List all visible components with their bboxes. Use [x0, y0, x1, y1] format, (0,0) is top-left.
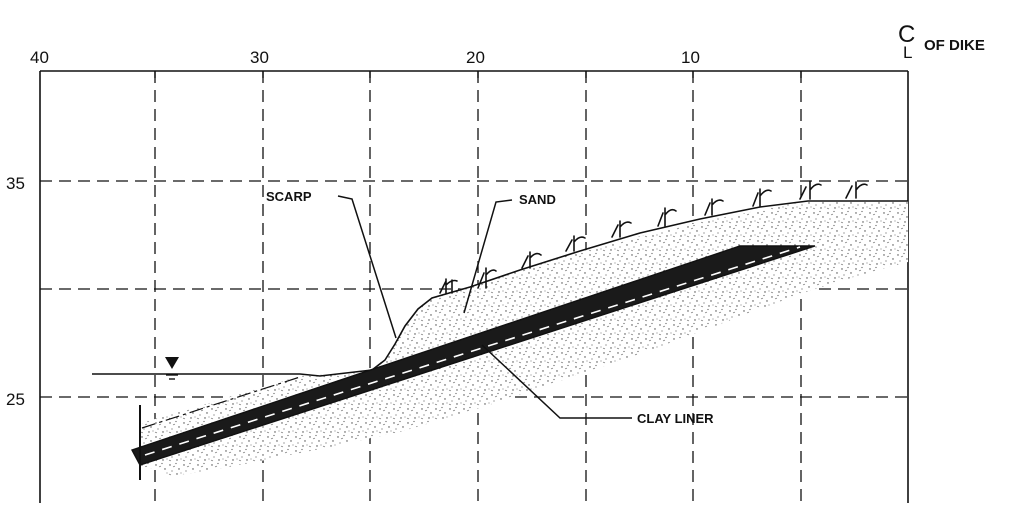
sand-leader [463, 199, 513, 314]
grass-tuft-icon [845, 181, 868, 199]
scarp-label: SCARP [266, 189, 312, 204]
clay-liner-label: CLAY LINER [637, 411, 714, 426]
clay-liner-band [130, 245, 816, 466]
vegetation-group [439, 180, 868, 294]
y-tick-label-35: 35 [6, 174, 25, 193]
y-tick-label-25: 25 [6, 390, 25, 409]
lower-slope-line [141, 376, 301, 429]
scarp-leader [337, 195, 397, 339]
grass-tuft-icon [657, 207, 677, 227]
leader-lines [337, 195, 632, 419]
grass-tuft-icon [439, 278, 458, 294]
x-tick-label-30: 30 [250, 48, 269, 67]
ground-surface-line [92, 200, 908, 377]
plot-frame [39, 70, 909, 503]
grass-tuft-icon [752, 188, 772, 207]
centerline-symbol-l: L [903, 43, 912, 62]
water-level-triangle-icon [165, 357, 179, 380]
x-tick-label-10: 10 [681, 48, 700, 67]
grass-tuft-icon [477, 267, 497, 289]
grass-tuft-icon [704, 198, 724, 216]
clay-liner-stripes [144, 246, 801, 456]
grass-tuft-icon [611, 220, 632, 238]
grass-tuft-icon [565, 235, 586, 252]
clay-liner-leader [481, 344, 632, 419]
grass-tuft-icon [799, 180, 822, 200]
x-tick-label-40: 40 [30, 48, 49, 67]
centerline-symbol-c: C [898, 21, 915, 48]
x-tick-label-20: 20 [466, 48, 485, 67]
centerline-label: OF DIKE [924, 37, 985, 54]
sand-label: SAND [519, 192, 556, 207]
grass-tuft-icon [521, 251, 542, 269]
